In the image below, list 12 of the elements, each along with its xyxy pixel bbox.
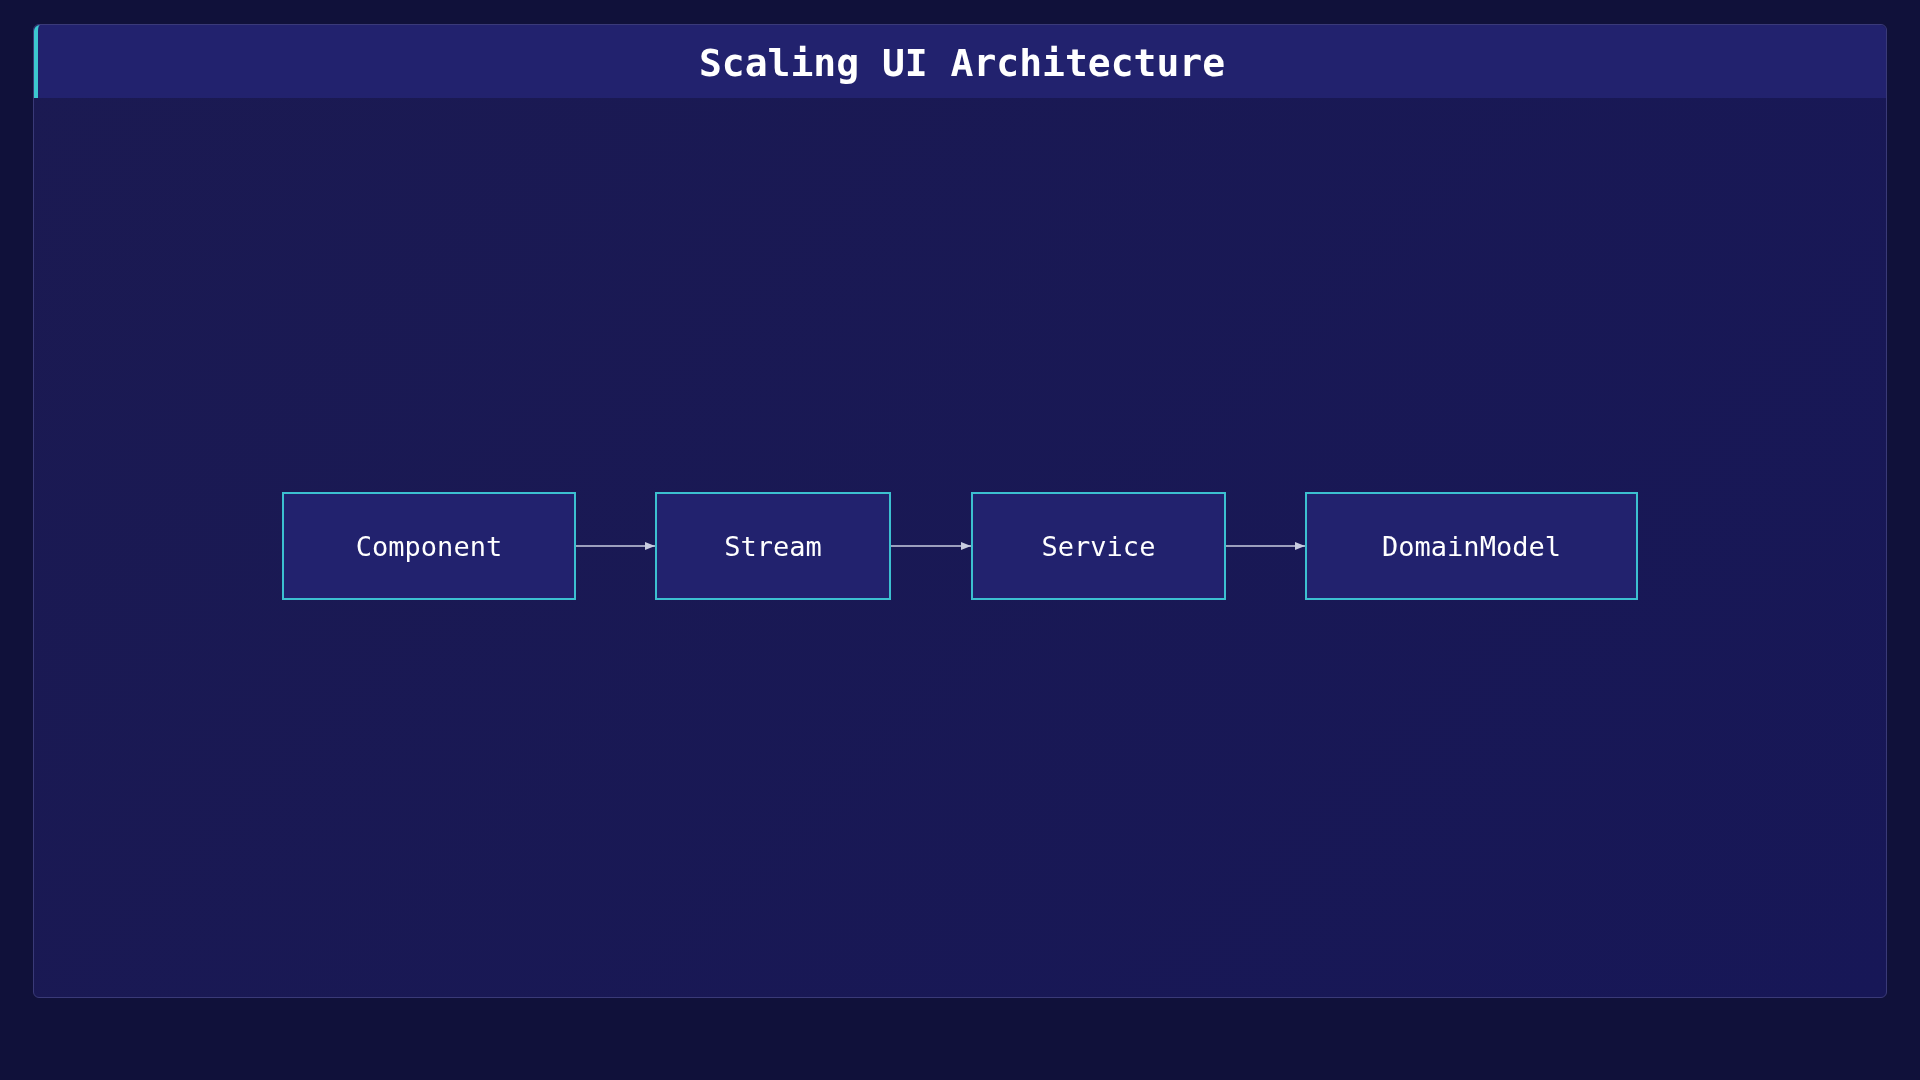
title: Scaling UI Architecture [697,41,1227,85]
node-label: Stream [724,530,822,562]
arrow [1225,541,1306,551]
process-box [971,492,1226,600]
arrow [575,541,656,551]
arrow [890,541,972,551]
node-label: Component [355,530,503,562]
process-box [655,492,891,600]
node-label: Service [1041,530,1156,562]
node-label: DomainModel [1382,530,1561,562]
process-box [1305,492,1638,600]
process-box [282,492,576,600]
